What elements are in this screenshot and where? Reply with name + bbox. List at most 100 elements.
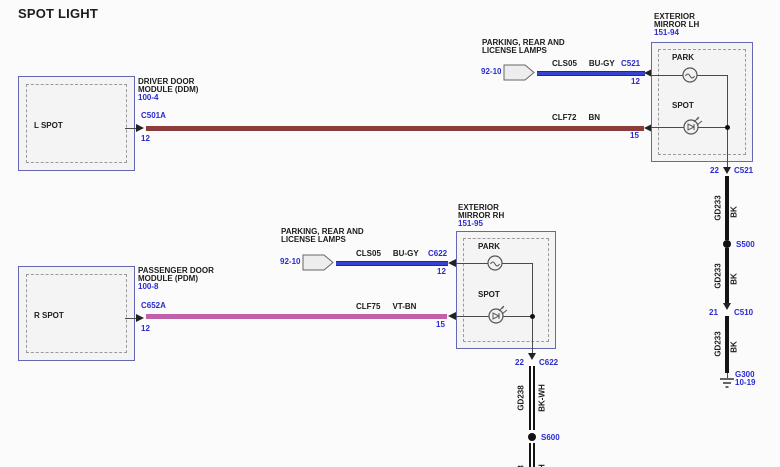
mirror-rh-name-line1: EXTERIOR <box>458 203 499 212</box>
ddm-stub-line <box>125 128 138 129</box>
ddm-connector-ref[interactable]: C501A <box>141 111 166 120</box>
ddm-pin: 12 <box>141 134 150 143</box>
mirror-rh-page-ref[interactable]: 151-95 <box>458 219 483 228</box>
ddm-name-line1: DRIVER DOOR <box>138 77 195 86</box>
rh-lamps-page-ref[interactable]: 92-10 <box>280 257 301 266</box>
lh-lamps-ref: PARKING, REAR AND LICENSE LAMPS <box>482 39 565 55</box>
pdm-pin: 12 <box>141 324 150 333</box>
splice-s600-dot <box>528 433 536 441</box>
ddm-internal-label: L SPOT <box>34 121 63 130</box>
mirror-lh-page-ref[interactable]: 151-94 <box>654 28 679 37</box>
wire-gd233-seg2 <box>725 248 729 303</box>
mirror-rh-park-arrow-icon <box>448 259 456 267</box>
mirror-rh-internal-bus <box>532 263 533 347</box>
wire-cls05-rh-circuit: CLS05 <box>356 249 381 258</box>
ddm-name: DRIVER DOOR MODULE (DDM) 100-4 <box>138 78 198 102</box>
rh-lamps-ref-line2: LICENSE LAMPS <box>281 235 346 244</box>
mirror-rh-exit-stub <box>532 347 533 353</box>
mirror-lh-name: EXTERIOR MIRROR LH 151-94 <box>654 13 699 37</box>
mirror-rh-name-line2: MIRROR RH <box>458 211 505 220</box>
mirror-rh-name: EXTERIOR MIRROR RH 151-95 <box>458 204 504 228</box>
page-title: SPOT LIGHT <box>18 6 98 21</box>
pdm-name-line2: MODULE (PDM) <box>138 274 198 283</box>
pdm-page-ref[interactable]: 100-8 <box>138 282 159 291</box>
park-bulb-icon <box>487 255 503 271</box>
mirror-rh-box <box>456 231 556 349</box>
ground-stub <box>727 373 728 378</box>
mirror-lh-park-arrow-icon <box>644 69 652 77</box>
mirror-lh-spot-label: SPOT <box>672 101 694 110</box>
wire-gd233-seg1 <box>725 176 729 240</box>
mirror-rh-junction-dot <box>530 314 535 319</box>
wire-cls05-lh-color: BU-GY <box>588 59 615 68</box>
mirror-lh-park-pin: 12 <box>631 77 640 86</box>
wire-gd233-seg3-circuit: GD233 <box>713 331 723 357</box>
wire-gd238-seg2 <box>529 443 535 467</box>
rh-lamps-ref-line1: PARKING, REAR AND <box>281 227 364 236</box>
wire-clf72-bn <box>146 126 644 131</box>
spot-led-icon <box>683 116 703 135</box>
spot-led-icon <box>488 305 508 324</box>
pdm-name-line1: PASSENGER DOOR <box>138 266 214 275</box>
wire-clf72-color: BN <box>588 113 601 122</box>
wire-gd233-seg1-color: BK <box>729 206 739 218</box>
mirror-rh-spot-pin: 15 <box>436 320 445 329</box>
rh-lamps-ref: PARKING, REAR AND LICENSE LAMPS <box>281 228 364 244</box>
mirror-rh-inner-box <box>463 238 549 342</box>
splice-s500-ref[interactable]: S500 <box>736 240 755 249</box>
pdm-stub-line <box>125 318 138 319</box>
mirror-lh-name-line1: EXTERIOR <box>654 12 695 21</box>
mirror-lh-box <box>651 42 753 162</box>
ground-symbol-icon <box>720 378 734 388</box>
pdm-connector-ref[interactable]: C652A <box>141 301 166 310</box>
pdm-connector-arrow-icon <box>136 314 144 322</box>
ground-g300-page: 10-19 <box>735 378 756 387</box>
mirror-lh-junction-dot <box>725 125 730 130</box>
wire-cls05-lh-label: CLS05 BU-GY <box>552 59 615 68</box>
splice-s500-dot <box>723 240 731 248</box>
wire-cls05-lh-circuit: CLS05 <box>552 59 577 68</box>
mirror-lh-exit-arrow-icon <box>723 167 731 174</box>
wire-gd233-seg2-circuit: GD233 <box>713 263 723 289</box>
mirror-rh-out-pin: 22 <box>515 358 524 367</box>
park-bulb-icon <box>682 67 698 83</box>
lh-lamps-ref-line2: LICENSE LAMPS <box>482 46 547 55</box>
ddm-connector-arrow-icon <box>136 124 144 132</box>
wire-cls05-rh <box>336 261 448 266</box>
mirror-lh-inner-box <box>658 49 746 155</box>
c510-connector-ref[interactable]: C510 <box>734 308 754 317</box>
mirror-lh-name-line2: MIRROR LH <box>654 20 700 29</box>
wire-clf72-label: CLF72 BN <box>552 113 600 122</box>
lh-lamps-ref-line1: PARKING, REAR AND <box>482 38 565 47</box>
mirror-lh-spot-pin: 15 <box>630 131 639 140</box>
wire-cls05-lh <box>537 71 645 76</box>
wire-cls05-rh-label: CLS05 BU-GY <box>356 249 419 258</box>
lh-lamps-page-ref[interactable]: 92-10 <box>481 67 502 76</box>
pdm-inner-box <box>26 274 127 353</box>
c510-pin: 21 <box>709 308 718 317</box>
ddm-page-ref[interactable]: 100-4 <box>138 93 159 102</box>
ddm-box: L SPOT <box>18 76 135 171</box>
mirror-rh-out-connector-ref[interactable]: C622 <box>539 358 559 367</box>
ddm-name-line2: MODULE (DDM) <box>138 85 199 94</box>
lh-offpage-tag-icon <box>503 64 535 81</box>
ground-g300[interactable]: G300 10-19 <box>735 371 755 387</box>
mirror-lh-park-label: PARK <box>672 53 695 62</box>
mirror-lh-spot-arrow-icon <box>644 124 652 132</box>
c510-arrow-icon <box>723 303 731 310</box>
rh-offpage-tag-icon <box>302 254 334 271</box>
pdm-box: R SPOT <box>18 266 135 361</box>
mirror-lh-park-connector-ref[interactable]: C521 <box>621 59 641 68</box>
mirror-rh-park-pin: 12 <box>437 267 446 276</box>
ground-g300-name: G300 <box>735 370 755 379</box>
mirror-rh-spot-arrow-icon <box>448 312 456 320</box>
mirror-rh-spot-label: SPOT <box>478 290 500 299</box>
mirror-lh-internal-bus <box>727 75 728 160</box>
wire-cls05-rh-color: BU-GY <box>392 249 419 258</box>
mirror-rh-park-connector-ref[interactable]: C622 <box>428 249 448 258</box>
mirror-lh-out-connector-ref[interactable]: C521 <box>734 166 754 175</box>
wire-clf75-circuit: CLF75 <box>356 302 381 311</box>
splice-s600-ref[interactable]: S600 <box>541 433 560 442</box>
pdm-name: PASSENGER DOOR MODULE (PDM) 100-8 <box>138 267 214 291</box>
wire-gd238-seg1-color: BK-WH <box>537 384 547 412</box>
